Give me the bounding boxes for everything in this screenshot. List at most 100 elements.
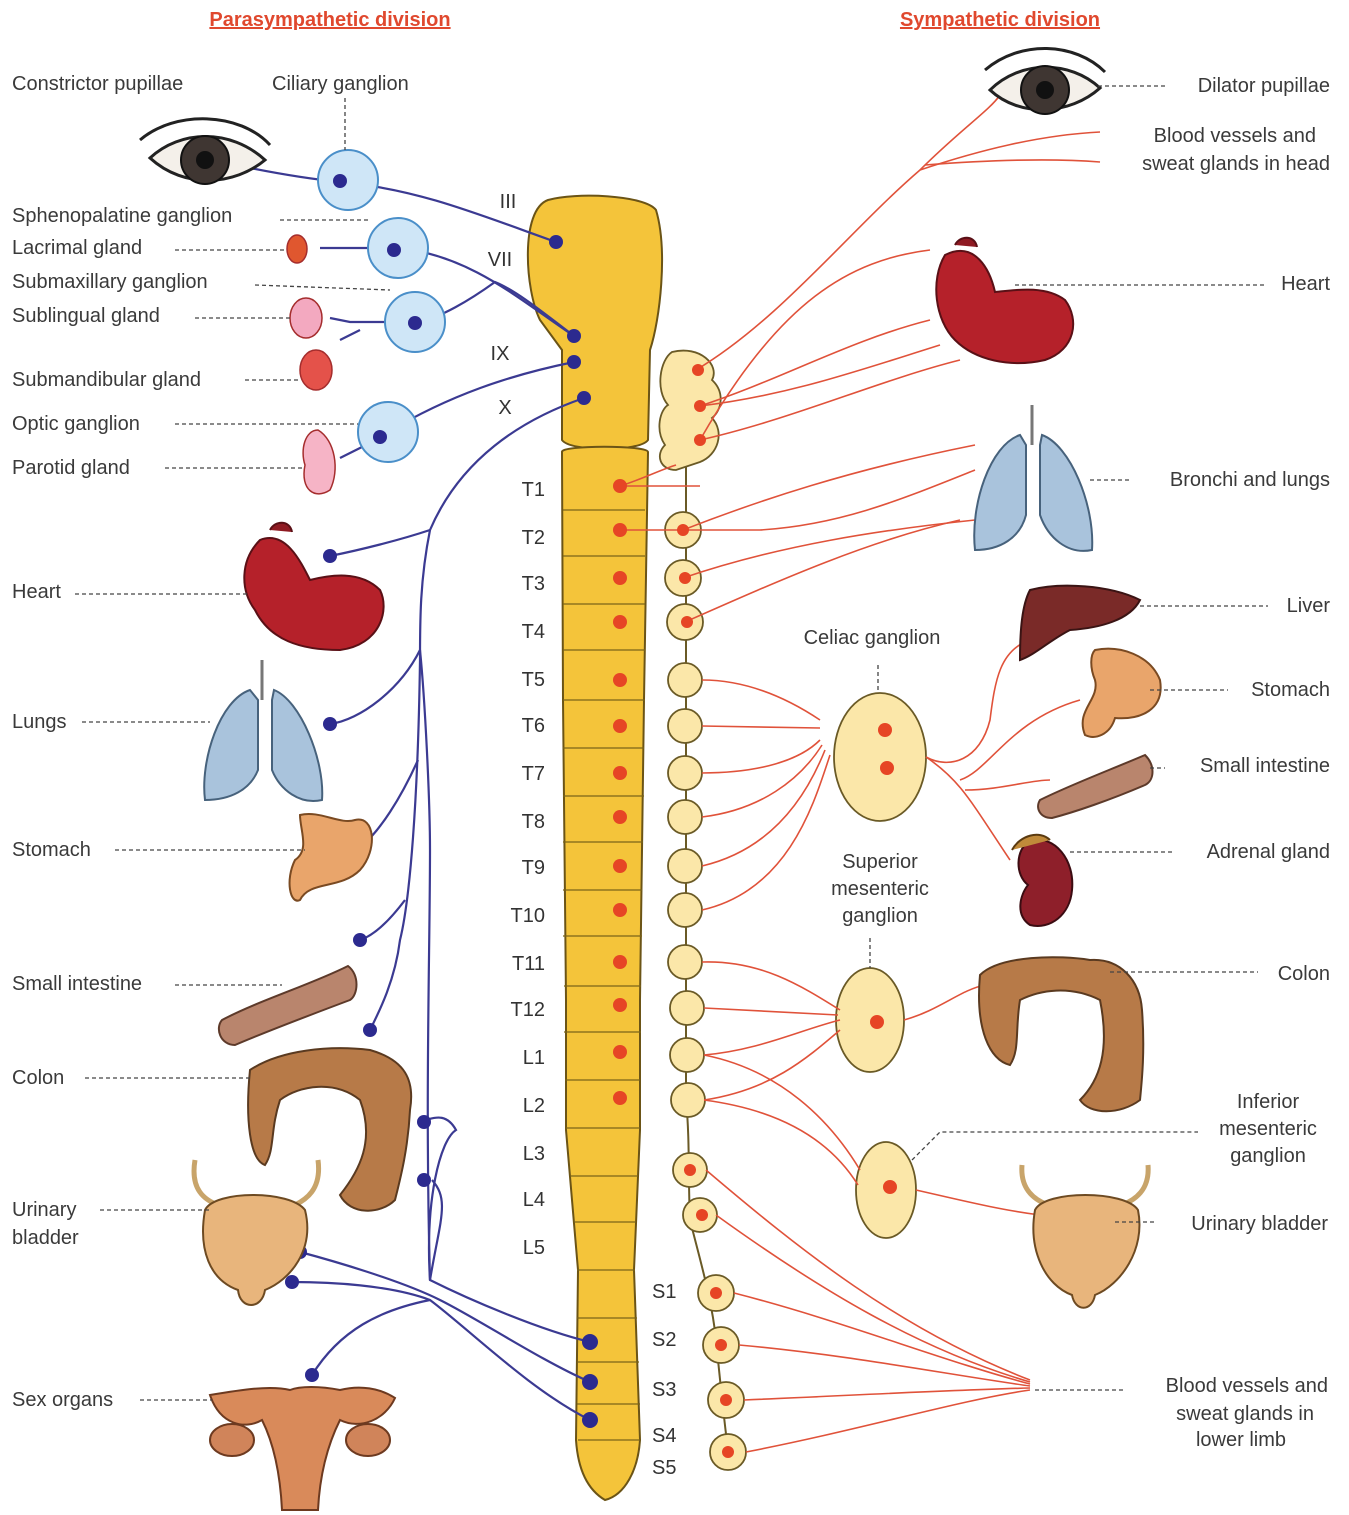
left-small-intestine bbox=[219, 966, 357, 1045]
superior-cervical-ganglia bbox=[659, 351, 720, 470]
left-stomach bbox=[290, 814, 372, 901]
label-urinary-bladder-left-line1: Urinary bbox=[12, 1199, 76, 1221]
segment-label: T10 bbox=[511, 905, 545, 927]
label-liver: Liver bbox=[1287, 595, 1331, 617]
label-superior-mesenteric-line3: ganglion bbox=[842, 905, 918, 927]
chain-ganglion-t12 bbox=[670, 991, 704, 1025]
brainstem bbox=[528, 196, 662, 449]
superior-mesenteric-ganglion-body bbox=[836, 968, 904, 1072]
left-heart bbox=[244, 523, 383, 650]
label-lungs-left: Lungs bbox=[12, 711, 67, 733]
label-inferior-mesenteric-line1: Inferior bbox=[1237, 1091, 1300, 1113]
label-colon-left: Colon bbox=[12, 1067, 64, 1089]
label-adrenal-gland: Adrenal gland bbox=[1207, 841, 1330, 863]
label-blood-vessels-head-line1: Blood vessels and bbox=[1154, 125, 1316, 147]
celiac-ganglion-body bbox=[834, 693, 926, 821]
segment-label: T8 bbox=[522, 811, 545, 833]
ciliary-ganglion bbox=[318, 150, 378, 210]
sympathetic-title: Sympathetic division bbox=[900, 9, 1100, 31]
segment-label: T7 bbox=[522, 763, 545, 785]
cranial-nerve-label: III bbox=[500, 191, 517, 213]
chain-ganglion-l1 bbox=[670, 1038, 704, 1072]
segment-label: L3 bbox=[523, 1143, 545, 1165]
right-liver bbox=[1020, 586, 1140, 660]
label-optic-ganglion: Optic ganglion bbox=[12, 413, 140, 435]
label-ciliary-ganglion: Ciliary ganglion bbox=[272, 73, 409, 95]
chain-ganglion-l2 bbox=[671, 1083, 705, 1117]
parasympathetic-neurons bbox=[285, 174, 598, 1428]
chain-ganglion-t11 bbox=[668, 945, 702, 979]
parasympathetic-title: Parasympathetic division bbox=[209, 9, 450, 31]
label-heart-left: Heart bbox=[12, 581, 61, 603]
left-colon bbox=[248, 1048, 411, 1210]
chain-ganglion-t7 bbox=[668, 756, 702, 790]
segment-label: T1 bbox=[522, 479, 545, 501]
left-lungs bbox=[204, 660, 322, 801]
right-urinary-bladder bbox=[1022, 1165, 1148, 1308]
lacrimal-gland-shape bbox=[287, 235, 307, 263]
parotid-gland-shape bbox=[303, 430, 335, 494]
spinal-cord-column bbox=[562, 447, 648, 1500]
segment-label: L2 bbox=[523, 1095, 545, 1117]
label-blood-vessels-head-line2: sweat glands in head bbox=[1142, 153, 1330, 175]
label-heart-right: Heart bbox=[1281, 273, 1330, 295]
right-small-intestine bbox=[1038, 755, 1152, 818]
segment-label: T5 bbox=[522, 669, 545, 691]
right-adrenal-kidney bbox=[1012, 835, 1072, 926]
segment-label: S5 bbox=[652, 1457, 676, 1479]
label-sphenopalatine-ganglion: Sphenopalatine ganglion bbox=[12, 205, 232, 227]
chain-ganglion-t9 bbox=[668, 849, 702, 883]
label-constrictor-pupillae: Constrictor pupillae bbox=[12, 73, 183, 95]
segment-label: T9 bbox=[522, 857, 545, 879]
segment-label: T2 bbox=[522, 527, 545, 549]
segment-label: S3 bbox=[652, 1379, 676, 1401]
segment-label: S4 bbox=[652, 1425, 676, 1447]
left-sex-organs bbox=[210, 1387, 395, 1510]
segment-label: L4 bbox=[523, 1189, 545, 1211]
label-lacrimal-gland: Lacrimal gland bbox=[12, 237, 142, 259]
submandibular-gland-shape bbox=[300, 350, 332, 390]
label-blood-vessels-limb-line1: Blood vessels and bbox=[1166, 1375, 1328, 1397]
label-stomach-right: Stomach bbox=[1251, 679, 1330, 701]
right-heart bbox=[936, 238, 1073, 363]
segment-label: L5 bbox=[523, 1237, 545, 1259]
segment-label: S2 bbox=[652, 1329, 676, 1351]
label-stomach-left: Stomach bbox=[12, 839, 91, 861]
label-small-intestine-left: Small intestine bbox=[12, 973, 142, 995]
label-submaxillary-ganglion: Submaxillary ganglion bbox=[12, 271, 208, 293]
segment-label: T4 bbox=[522, 621, 545, 643]
label-sublingual-gland: Sublingual gland bbox=[12, 305, 160, 327]
label-parotid-gland: Parotid gland bbox=[12, 457, 130, 479]
segment-label: L1 bbox=[523, 1047, 545, 1069]
chain-ganglion-t5 bbox=[668, 663, 702, 697]
spinal-cord bbox=[528, 196, 662, 1500]
label-dilator-pupillae: Dilator pupillae bbox=[1198, 75, 1330, 97]
segment-label: T3 bbox=[522, 573, 545, 595]
label-inferior-mesenteric-line2: mesenteric bbox=[1219, 1118, 1317, 1140]
label-urinary-bladder-right: Urinary bladder bbox=[1191, 1213, 1328, 1235]
right-eye bbox=[985, 48, 1105, 114]
sympathetic-labels: Dilator pupillae Blood vessels and sweat… bbox=[1142, 75, 1330, 1451]
chain-ganglion-t8 bbox=[668, 800, 702, 834]
chain-ganglion-t6 bbox=[668, 709, 702, 743]
sublingual-gland-shape bbox=[290, 298, 322, 338]
label-small-intestine-right: Small intestine bbox=[1200, 755, 1330, 777]
segment-label: T6 bbox=[522, 715, 545, 737]
segment-label: T12 bbox=[511, 999, 545, 1021]
label-superior-mesenteric-line2: mesenteric bbox=[831, 878, 929, 900]
cranial-nerve-label: VII bbox=[488, 249, 512, 271]
label-submandibular-gland: Submandibular gland bbox=[12, 369, 201, 391]
cranial-nerve-label: X bbox=[498, 397, 511, 419]
label-inferior-mesenteric-line3: ganglion bbox=[1230, 1145, 1306, 1167]
label-colon-right: Colon bbox=[1278, 963, 1330, 985]
label-sex-organs: Sex organs bbox=[12, 1389, 113, 1411]
label-urinary-bladder-left-line2: bladder bbox=[12, 1227, 79, 1249]
label-celiac-ganglion: Celiac ganglion bbox=[804, 627, 941, 649]
label-superior-mesenteric-line1: Superior bbox=[842, 851, 918, 873]
right-lungs bbox=[974, 405, 1092, 551]
label-blood-vessels-limb-line3: lower limb bbox=[1196, 1429, 1286, 1451]
right-colon bbox=[979, 957, 1143, 1111]
segment-label: S1 bbox=[652, 1281, 676, 1303]
label-bronchi-lungs: Bronchi and lungs bbox=[1170, 469, 1330, 491]
